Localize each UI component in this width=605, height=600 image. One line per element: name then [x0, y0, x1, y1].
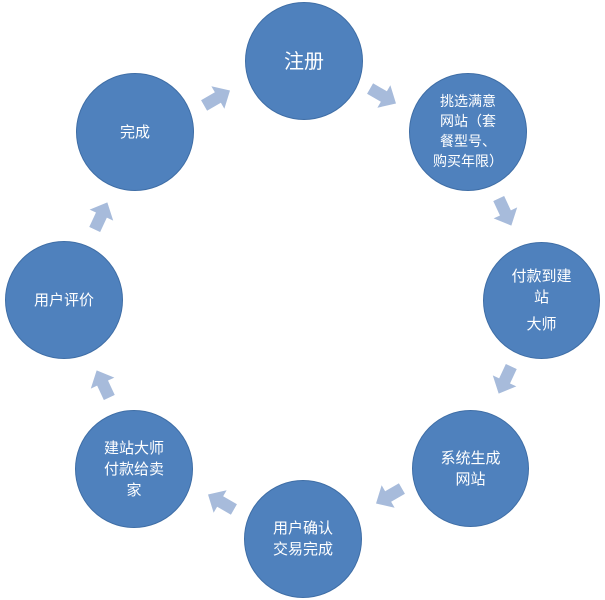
step-select-website-label: 挑选满意 网站（套 餐型号、 购买年限） [433, 94, 503, 170]
step-complete: 完成 [76, 73, 194, 191]
arrow-select-to-pay-icon [490, 195, 520, 226]
arrow-register-to-select-icon [367, 82, 398, 110]
step-pay-to-master-sublabel: 大师 [526, 315, 557, 333]
step-user-confirm-label: 用户确认 交易完成 [272, 519, 333, 558]
arrow-complete-to-register-icon [201, 84, 232, 112]
step-select-website: 挑选满意 网站（套 餐型号、 购买年限） [409, 73, 527, 191]
step-generate-website-label: 系统生成 网站 [440, 448, 501, 488]
step-user-confirm: 用户确认 交易完成 [244, 480, 362, 598]
arrow-confirm-to-payout-icon [206, 488, 237, 516]
step-register: 注册 [245, 2, 363, 120]
step-pay-to-master-label: 付款到建 站 [511, 267, 572, 306]
step-complete-label: 完成 [119, 122, 150, 141]
step-generate-website: 系统生成 网站 [412, 410, 529, 527]
step-user-review: 用户评价 [5, 241, 123, 359]
step-master-pays-seller: 建站大师 付款给卖 家 [75, 410, 193, 528]
arrow-pay-to-generate-icon [490, 363, 520, 394]
step-register-label: 注册 [284, 49, 324, 73]
step-pay-to-master: 付款到建 站 大师 [483, 242, 600, 359]
arrow-review-to-complete-icon [86, 202, 116, 233]
arrow-generate-to-confirm-icon [374, 482, 405, 510]
arrow-payout-to-review-icon [88, 370, 118, 401]
step-master-pays-seller-label: 建站大师 付款给卖 家 [103, 438, 164, 499]
step-user-review-label: 用户评价 [33, 290, 94, 309]
